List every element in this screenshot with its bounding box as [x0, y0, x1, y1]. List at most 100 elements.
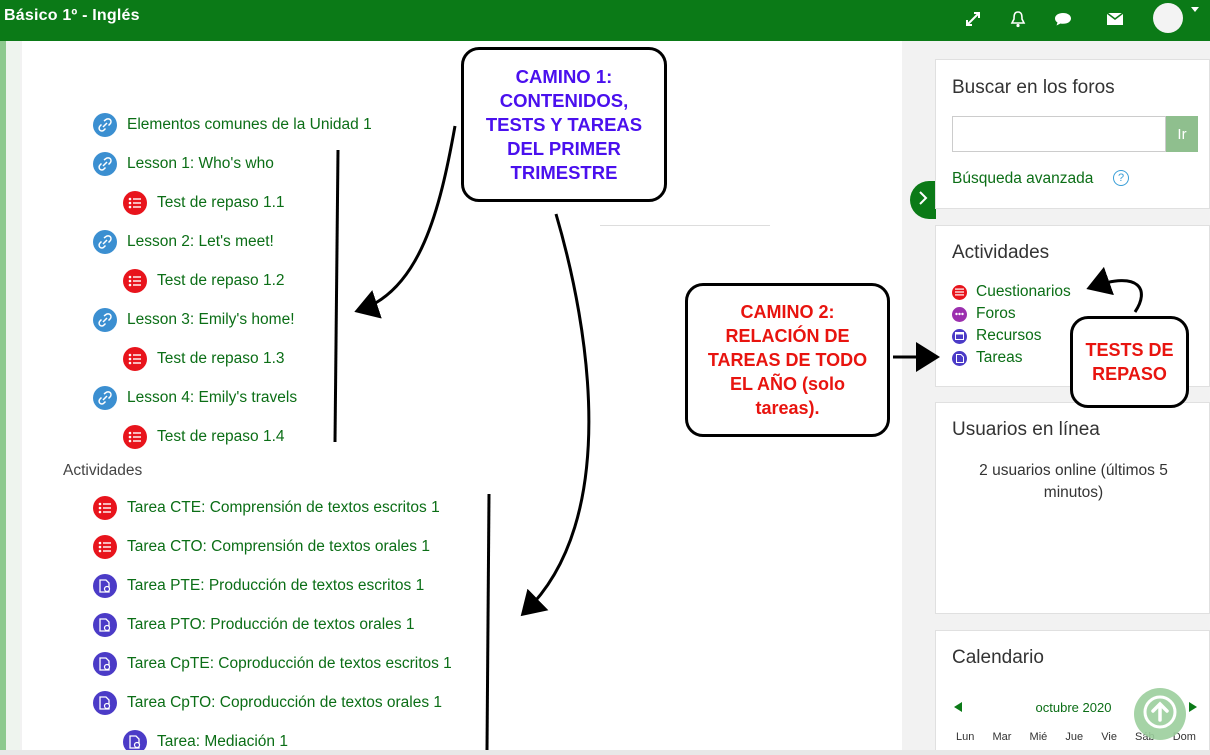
callout-line: TAREAS DE TODO — [707, 350, 868, 370]
activity-type-label[interactable]: Recursos — [976, 327, 1042, 344]
callout-review-tests: TESTS DE REPASO — [1070, 316, 1189, 408]
activity-quiz-4[interactable]: Test de repaso 1.4 — [123, 425, 285, 449]
activity-type-label[interactable]: Foros — [976, 305, 1016, 322]
activity-url-4[interactable]: Lesson 3: Emily's home! — [93, 308, 295, 332]
left-rail — [0, 41, 6, 755]
activity-type-resources[interactable]: Recursos — [952, 327, 1041, 345]
activity-label[interactable]: Tarea PTO: Producción de textos orales 1 — [127, 616, 415, 633]
quiz-icon — [93, 535, 117, 559]
activity-type-label[interactable]: Tareas — [976, 349, 1023, 366]
quiz-icon — [123, 269, 147, 293]
callout-line: REPASO — [1092, 364, 1167, 384]
callout-line: CAMINO 2: — [740, 302, 835, 322]
chevron-down-icon[interactable] — [1191, 7, 1199, 12]
back-to-top-button[interactable] — [1134, 688, 1186, 740]
activity-url-2[interactable]: Lesson 1: Who's who — [93, 152, 274, 176]
activity-task-cpto[interactable]: Tarea CpTO: Coproducción de textos orale… — [93, 691, 442, 715]
section-label: Actividades — [63, 462, 143, 479]
callout-line: DEL PRIMER — [507, 137, 621, 159]
weekday: Vie — [1101, 731, 1117, 743]
link-icon — [93, 230, 117, 254]
block-search-forums: Buscar en los foros Ir Búsqueda avanzada… — [935, 59, 1210, 209]
activity-type-quizzes[interactable]: Cuestionarios — [952, 283, 1071, 301]
quiz-icon — [123, 347, 147, 371]
block-title: Usuarios en línea — [952, 419, 1100, 440]
activity-quiz-1[interactable]: Test de repaso 1.1 — [123, 191, 285, 215]
assignment-icon — [93, 574, 117, 598]
activity-label[interactable]: Tarea CpTO: Coproducción de textos orale… — [127, 694, 443, 711]
weekday: Jue — [1065, 731, 1084, 743]
weekday: Mié — [1029, 731, 1048, 743]
link-icon — [93, 386, 117, 410]
callout-path-1: CAMINO 1: CONTENIDOS, TESTS Y TAREAS DEL… — [461, 47, 667, 202]
advanced-search-link[interactable]: Búsqueda avanzada — [952, 170, 1094, 187]
activity-type-forums[interactable]: Foros — [952, 305, 1016, 323]
activity-task-cpte[interactable]: Tarea CpTE: Coproducción de textos escri… — [93, 652, 452, 676]
activity-task-pto[interactable]: Tarea PTO: Producción de textos orales 1 — [93, 613, 414, 637]
activity-label[interactable]: Tarea CTO: Comprensión de textos orales … — [127, 538, 430, 555]
callout-line: CAMINO 1: — [515, 65, 613, 87]
calendar-month[interactable]: octubre 2020 — [1035, 700, 1112, 715]
quiz-icon — [123, 191, 147, 215]
activity-label[interactable]: Lesson 1: Who's who — [127, 155, 274, 172]
activity-label[interactable]: Lesson 2: Let's meet! — [127, 233, 274, 250]
activity-type-label[interactable]: Cuestionarios — [976, 283, 1071, 300]
activity-url-1[interactable]: Elementos comunes de la Unidad 1 — [93, 113, 372, 137]
bell-icon[interactable] — [1007, 8, 1029, 30]
assignment-icon — [952, 350, 967, 366]
callout-line: RELACIÓN DE — [725, 326, 850, 346]
callout-line: CONTENIDOS, — [499, 89, 629, 111]
activity-label[interactable]: Test de repaso 1.1 — [157, 194, 285, 211]
activity-task-cto[interactable]: Tarea CTO: Comprensión de textos orales … — [93, 535, 430, 559]
activity-label[interactable]: Lesson 4: Emily's travels — [127, 389, 298, 406]
assignment-icon — [93, 652, 117, 676]
left-rail-light — [6, 41, 20, 755]
activity-label[interactable]: Tarea CTE: Comprensión de textos escrito… — [127, 499, 440, 516]
callout-line: TESTS Y TAREAS — [485, 113, 643, 135]
weekday: Dom — [1172, 731, 1196, 743]
activity-label[interactable]: Test de repaso 1.3 — [157, 350, 285, 367]
activity-task-pte[interactable]: Tarea PTE: Producción de textos escritos… — [93, 574, 424, 598]
callout-line: TRIMESTRE — [510, 161, 618, 183]
navbar: Básico 1º - Inglés — [0, 0, 1210, 41]
link-icon — [93, 113, 117, 137]
chevron-right-icon — [918, 190, 928, 211]
weekday: Lun — [956, 731, 975, 743]
block-title: Calendario — [952, 647, 1044, 668]
activity-url-5[interactable]: Lesson 4: Emily's travels — [93, 386, 297, 410]
activity-task-cte[interactable]: Tarea CTE: Comprensión de textos escrito… — [93, 496, 440, 520]
callout-path-2: CAMINO 2: RELACIÓN DE TAREAS DE TODO EL … — [685, 283, 890, 437]
quiz-icon — [952, 284, 967, 300]
block-title: Actividades — [952, 242, 1050, 263]
activity-type-assignments[interactable]: Tareas — [952, 349, 1023, 367]
activity-label[interactable]: Tarea CpTE: Coproducción de textos escri… — [127, 655, 452, 672]
activity-label[interactable]: Test de repaso 1.2 — [157, 272, 285, 289]
activity-label[interactable]: Test de repaso 1.4 — [157, 428, 285, 445]
link-icon — [93, 308, 117, 332]
envelope-icon[interactable] — [1104, 8, 1126, 30]
activity-quiz-2[interactable]: Test de repaso 1.2 — [123, 269, 285, 293]
user-avatar[interactable] — [1153, 3, 1183, 33]
callout-line: TESTS DE — [1085, 340, 1174, 360]
activity-quiz-3[interactable]: Test de repaso 1.3 — [123, 347, 285, 371]
block-online-users: Usuarios en línea 2 usuarios online (últ… — [935, 402, 1210, 614]
activity-url-3[interactable]: Lesson 2: Let's meet! — [93, 230, 274, 254]
chat-icon[interactable] — [1052, 8, 1074, 30]
quiz-icon — [93, 496, 117, 520]
help-icon[interactable]: ? — [1113, 170, 1129, 186]
arrow-up-icon — [1142, 694, 1178, 735]
callout-line: tareas). — [755, 398, 820, 418]
activity-label[interactable]: Tarea PTE: Producción de textos escritos… — [127, 577, 425, 594]
search-input[interactable] — [952, 116, 1166, 152]
activity-label[interactable]: Elementos comunes de la Unidad 1 — [127, 116, 372, 133]
block-drawer-toggle[interactable] — [910, 181, 936, 219]
prev-month-icon[interactable] — [954, 702, 962, 712]
activity-label[interactable]: Tarea: Mediación 1 — [157, 733, 288, 750]
next-month-icon[interactable] — [1189, 702, 1197, 712]
search-go-button[interactable]: Ir — [1166, 116, 1198, 152]
site-title[interactable]: Básico 1º - Inglés — [4, 7, 140, 24]
activity-label[interactable]: Lesson 3: Emily's home! — [127, 311, 295, 328]
fullscreen-icon[interactable] — [962, 8, 984, 30]
online-users-text: 2 usuarios online (últimos 5 minutos) — [979, 462, 1168, 501]
divider — [600, 225, 770, 226]
